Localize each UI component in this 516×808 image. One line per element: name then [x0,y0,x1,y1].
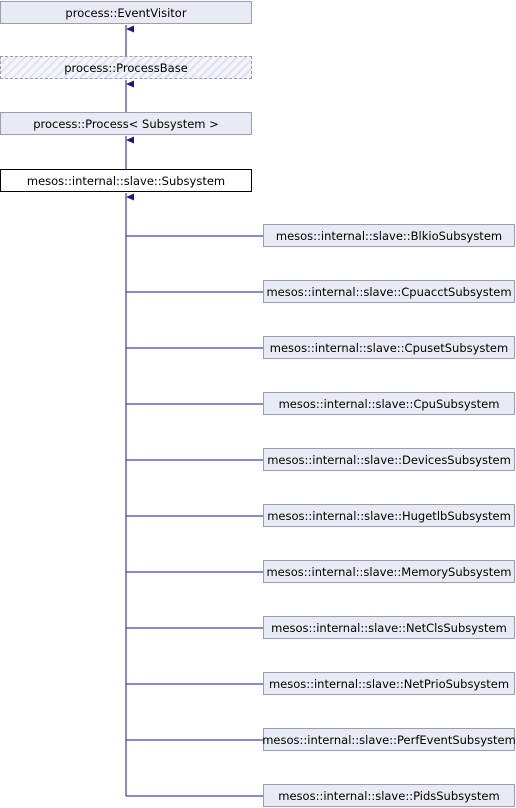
child-class-cpuset[interactable]: mesos::internal::slave::CpusetSubsystem [263,336,515,359]
child-class-cpuacct[interactable]: mesos::internal::slave::CpuacctSubsystem [263,280,515,303]
child-class-perfevent[interactable]: mesos::internal::slave::PerfEventSubsyst… [262,728,516,751]
class-label: mesos::internal::slave::HugetlbSubsystem [267,508,511,523]
class-label: mesos::internal::slave::CpusetSubsystem [269,340,509,355]
child-class-devices[interactable]: mesos::internal::slave::DevicesSubsystem [263,448,515,471]
child-class-netprio[interactable]: mesos::internal::slave::NetPrioSubsystem [263,672,515,695]
class-label: mesos::internal::slave::NetClsSubsystem [271,620,507,635]
class-label: mesos::internal::slave::DevicesSubsystem [267,452,511,467]
child-class-cpu[interactable]: mesos::internal::slave::CpuSubsystem [263,392,515,415]
child-class-blkio[interactable]: mesos::internal::slave::BlkioSubsystem [263,224,515,247]
class-label: mesos::internal::slave::PidsSubsystem [278,788,500,803]
base-class-event-visitor[interactable]: process::EventVisitor [0,1,252,24]
class-label: process::ProcessBase [64,60,188,75]
child-class-hugetlb[interactable]: mesos::internal::slave::HugetlbSubsystem [263,504,515,527]
class-label: mesos::internal::slave::NetPrioSubsystem [268,676,510,691]
base-class-process-base[interactable]: process::ProcessBase [0,56,252,79]
base-class-process-template[interactable]: process::Process< Subsystem > [0,112,252,135]
child-class-memory[interactable]: mesos::internal::slave::MemorySubsystem [263,560,515,583]
class-label: process::Process< Subsystem > [33,116,219,131]
class-label: mesos::internal::slave::MemorySubsystem [266,564,512,579]
class-label: process::EventVisitor [65,5,187,20]
child-class-netcls[interactable]: mesos::internal::slave::NetClsSubsystem [263,616,515,639]
class-label: mesos::internal::slave::CpuSubsystem [278,396,500,411]
current-class-subsystem: mesos::internal::slave::Subsystem [0,169,252,192]
class-label: mesos::internal::slave::Subsystem [26,173,226,188]
class-label: mesos::internal::slave::PerfEventSubsyst… [262,732,516,747]
class-label: mesos::internal::slave::BlkioSubsystem [275,228,503,243]
class-label: mesos::internal::slave::CpuacctSubsystem [266,284,512,299]
child-class-pids[interactable]: mesos::internal::slave::PidsSubsystem [263,784,515,807]
